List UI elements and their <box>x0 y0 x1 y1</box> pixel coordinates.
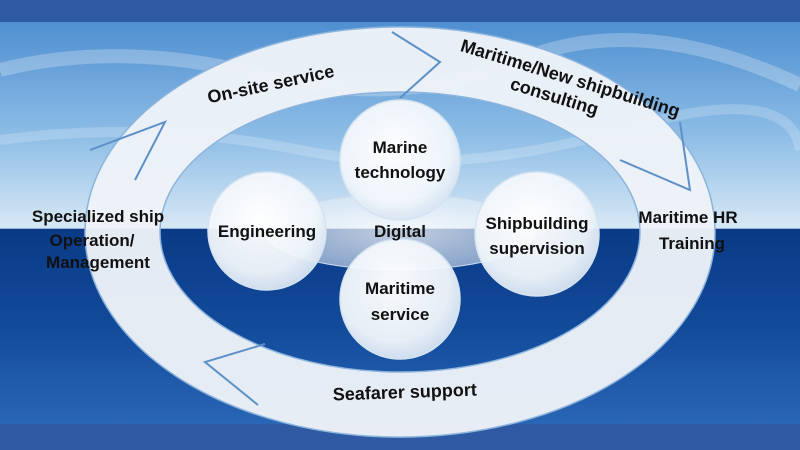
label-marine-technology: Marine technology <box>355 138 446 182</box>
label-specialized-ship-line2: Operation/ <box>49 231 134 250</box>
label-specialized-ship-line1: Specialized ship <box>32 207 164 226</box>
bubble-shipbuilding-supervision <box>474 171 600 297</box>
label-specialized-ship: Specialized ship Operation/ Management <box>32 207 164 272</box>
label-maritime-hr-line1: Maritime HR <box>638 208 737 227</box>
arrow-head-right <box>619 121 692 192</box>
arrow-head-left <box>89 120 168 181</box>
arrow-head-top <box>391 31 442 99</box>
label-marine-technology-line2: technology <box>355 163 446 182</box>
bubble-maritime-service <box>339 238 461 360</box>
label-shipbuilding-supervision: Shipbuilding supervision <box>486 214 589 258</box>
arrow-head-bottom <box>202 343 266 406</box>
label-digital: Digital <box>374 222 426 241</box>
cycle-ring <box>84 26 716 438</box>
label-maritime-service-line1: Maritime <box>365 279 435 298</box>
label-engineering: Engineering <box>218 222 316 241</box>
label-maritime-service: Maritime service <box>365 279 435 324</box>
bubble-marine-technology <box>339 99 461 221</box>
label-maritime-hr: Maritime HR Training <box>638 208 737 253</box>
label-shipbuilding-supervision-line2: supervision <box>489 239 584 258</box>
label-shipbuilding-supervision-line1: Shipbuilding <box>486 214 589 233</box>
bubble-engineering <box>207 171 327 291</box>
label-specialized-ship-line3: Management <box>46 253 150 272</box>
label-maritime-hr-line2: Training <box>659 234 725 253</box>
label-marine-technology-line1: Marine <box>373 138 428 157</box>
label-maritime-service-line2: service <box>371 305 430 324</box>
